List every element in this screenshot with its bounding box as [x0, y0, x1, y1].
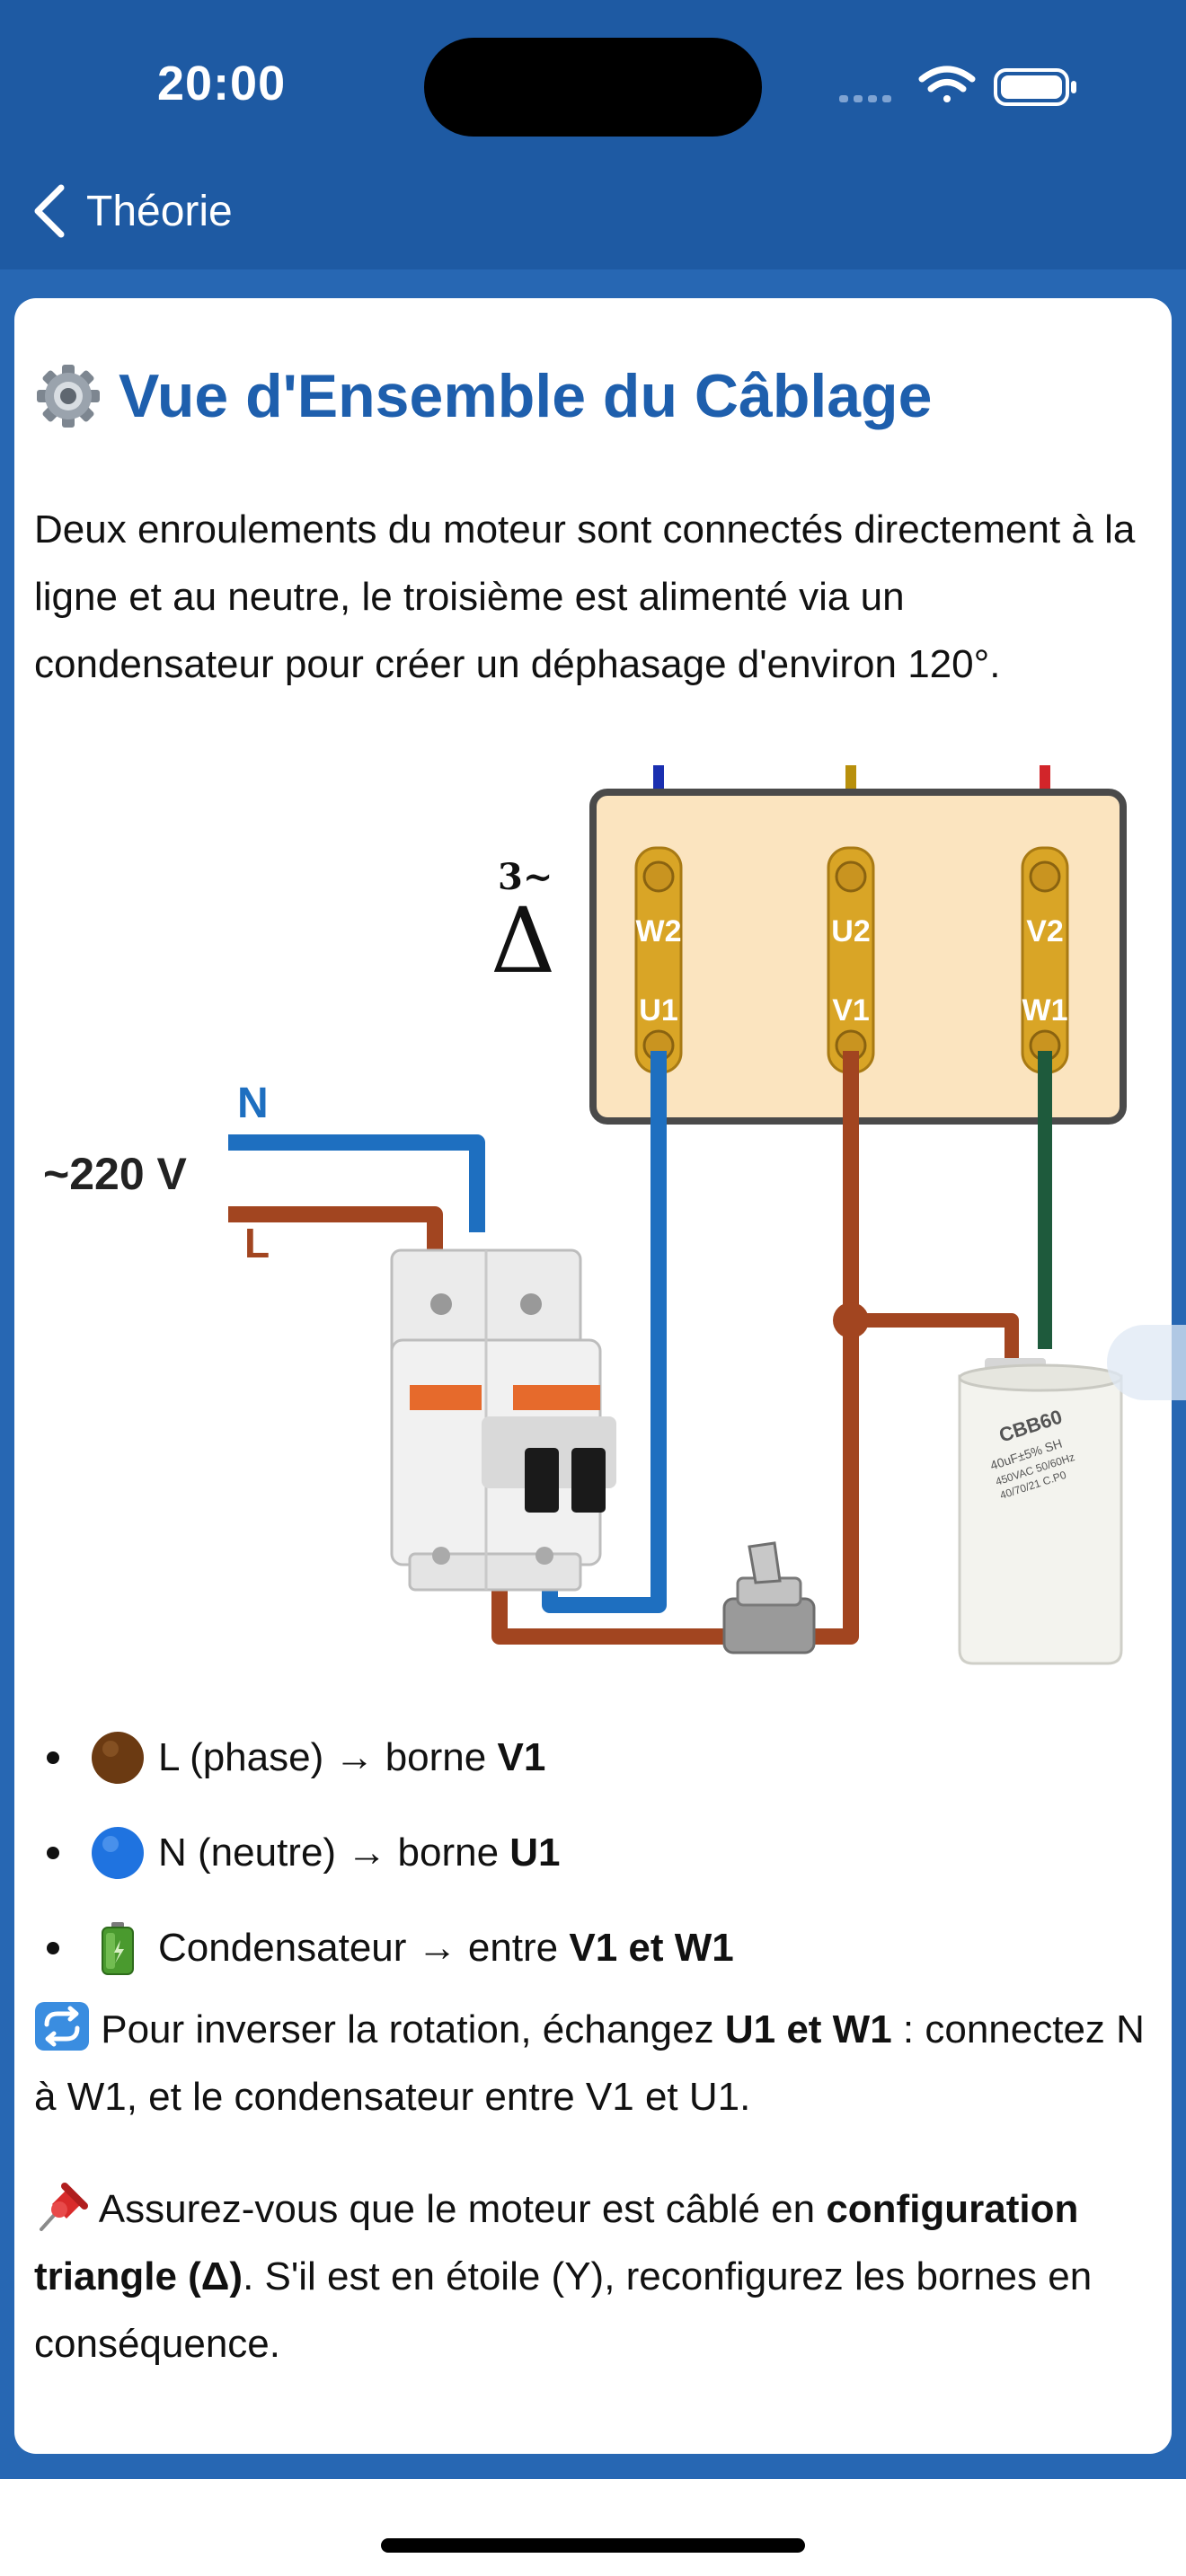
- list-item: L (phase) → borne V1: [34, 1710, 1148, 1805]
- bullet-text: N (neutre) → borne U1: [158, 1831, 561, 1875]
- content-panel: Vue d'Ensemble du Câblage Deux enrouleme…: [0, 269, 1186, 2479]
- capacitor-wire-v1: [851, 1313, 1019, 1358]
- bullet-text: L (phase) → borne V1: [158, 1735, 546, 1779]
- wifi-icon: [918, 66, 976, 102]
- bullet-dot: [47, 1942, 59, 1954]
- repeat-icon: [35, 2002, 89, 2051]
- terminal-w2: W2: [636, 914, 682, 948]
- terminal-bars: [634, 846, 1069, 1074]
- intro-text: Deux enroulements du moteur sont connect…: [34, 507, 1136, 686]
- rotation-note: Pour inverser la rotation, échangez U1 e…: [34, 1996, 1148, 2130]
- line-wire-v1: [805, 1051, 859, 1645]
- bottom-safe-area: [0, 2479, 1186, 2576]
- symbol-delta: Δ: [491, 888, 555, 993]
- circuit-breaker: [390, 1248, 616, 1592]
- label-voltage: ~220 V: [43, 1149, 188, 1199]
- pushpin-icon: [40, 2183, 88, 2231]
- signal-icon: [839, 95, 891, 102]
- battery-icon: [994, 68, 1076, 106]
- config-note: Assurez-vous que le moteur est câblé en …: [34, 2175, 1148, 2378]
- list-item: Condensateur → entre V1 et W1: [34, 1901, 1148, 1996]
- bullet-text: Condensateur → entre V1 et W1: [158, 1926, 734, 1970]
- symbol-3phase: 3~: [498, 856, 553, 898]
- terminal-v1: V1: [832, 993, 870, 1028]
- label-l: L: [244, 1220, 270, 1266]
- wiring-diagram: 3~ Δ W2 U2 V2 U1 V1 W1: [43, 765, 1127, 1665]
- section-title: Vue d'Ensemble du Câblage: [34, 361, 932, 431]
- page-title: Vue d'Ensemble du Câblage: [119, 362, 933, 430]
- terminal-v2: V2: [1026, 914, 1064, 948]
- list-item: N (neutre) → borne U1: [34, 1805, 1148, 1901]
- content-card[interactable]: Vue d'Ensemble du Câblage Deux enrouleme…: [14, 298, 1172, 2454]
- brown-circle-icon: [90, 1730, 146, 1786]
- floating-side-tab[interactable]: [1107, 1325, 1186, 1400]
- back-label: Théorie: [86, 187, 233, 235]
- status-time: 20:00: [157, 57, 287, 110]
- terminal-u1: U1: [639, 993, 677, 1028]
- line-wire-breaker: [491, 1575, 733, 1645]
- home-indicator[interactable]: [381, 2538, 805, 2553]
- terminal-u2: U2: [831, 914, 870, 948]
- dynamic-island: [424, 38, 762, 137]
- status-icons: [839, 66, 1076, 106]
- blue-circle-icon: [90, 1825, 146, 1881]
- toggle-switch: [722, 1541, 816, 1654]
- chevron-left-icon: [34, 184, 65, 238]
- bullet-dot: [47, 1847, 59, 1859]
- bullet-dot: [47, 1751, 59, 1764]
- gear-icon: [37, 365, 100, 428]
- navigation-bar: 20:00 Théorie: [0, 0, 1186, 269]
- line-wire-in: [228, 1206, 443, 1250]
- battery-icon: [90, 1920, 146, 1976]
- terminal-w1: W1: [1022, 993, 1068, 1028]
- capacitor: CBB60 40uF±5% SH 450VAC 50/60Hz 40/70/21…: [958, 1358, 1123, 1665]
- connection-list: L (phase) → borne V1 N (neutre) → borne …: [34, 1710, 1148, 1996]
- neutral-wire-in: [228, 1134, 485, 1232]
- back-button[interactable]: Théorie: [32, 180, 233, 243]
- label-n: N: [237, 1080, 269, 1127]
